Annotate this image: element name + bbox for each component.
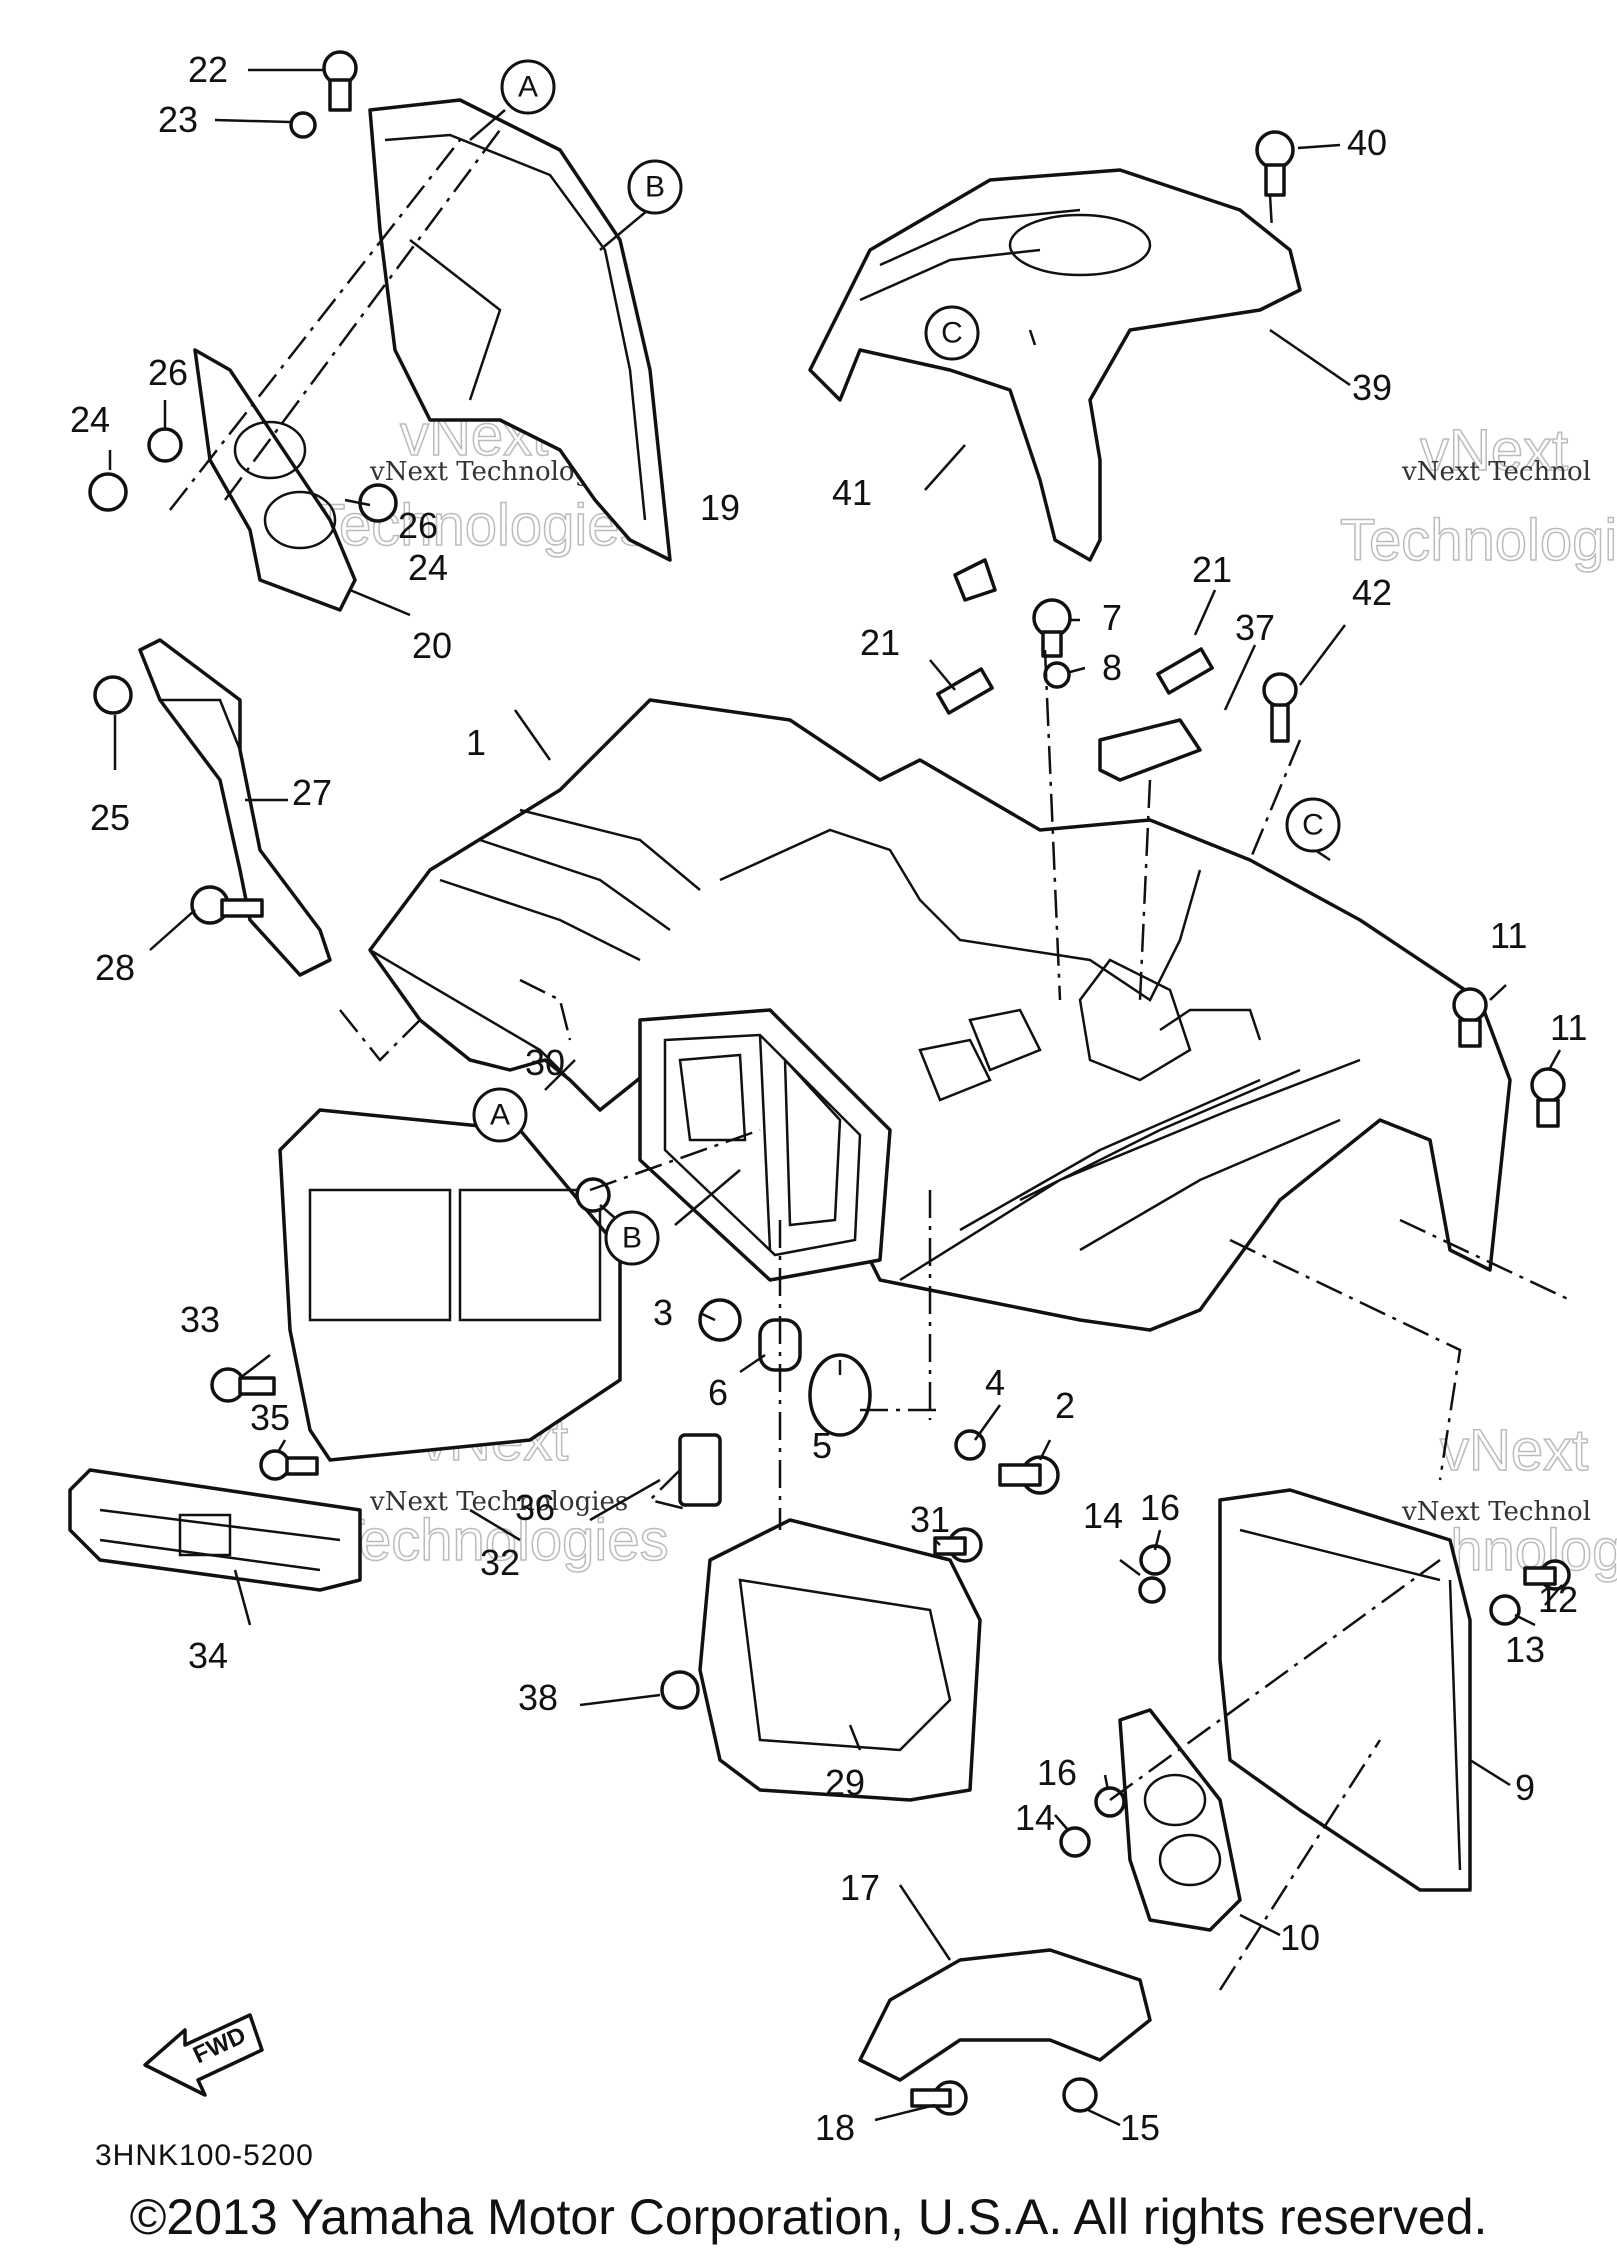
part-label: 36 [515,1487,555,1528]
part-label: 1 [466,722,486,763]
part-label: 17 [840,1867,880,1908]
front-fender-body [368,698,1512,1332]
right-splash-guard [1218,1488,1472,1892]
reference-markers: A B C C A B [472,59,1341,1266]
part-label: 11 [1550,1007,1587,1048]
part-label: 21 [860,622,900,663]
part-label: 3 [653,1292,673,1333]
part-label: 2 [1055,1385,1075,1426]
watermark-text: vNext Technol [1401,457,1591,487]
left-splash-guard [368,98,672,562]
part-label: 11 [1490,915,1527,956]
watermark-big-text: vNext [1440,1418,1588,1483]
right-stay-bracket [858,1948,1152,2082]
part-label: 32 [480,1542,520,1583]
part-label: 29 [825,1762,865,1803]
drawing-code: 3HNK100-5200 [95,2139,314,2172]
part-label: 28 [95,947,135,988]
headlight-housing [278,1108,622,1462]
part-label: 33 [180,1299,220,1340]
left-bracket-plate [193,348,357,612]
ref-letter-b: B [622,1222,642,1255]
part-number-labels: 22 23 26 24 26 24 19 20 27 25 28 1 40 39… [70,49,1587,2148]
part-label: 4 [985,1362,1005,1403]
part-label: 40 [1347,122,1387,163]
assembly-lines [169,129,1571,1991]
headlight-bezel [698,1518,982,1802]
ref-letter-a: A [518,71,538,104]
watermark-text: vNext Technologies [369,1487,628,1517]
part-label: 34 [188,1635,228,1676]
part-label: 14 [1083,1495,1123,1536]
ref-letter-b: B [645,171,665,204]
watermark-big-text: Technologies [330,1508,669,1573]
part-label: 22 [188,49,228,90]
left-stay-bracket [138,638,332,977]
copyright-notice: ©2013 Yamaha Motor Corporation, U.S.A. A… [129,2189,1488,2245]
part-label: 21 [1192,549,1232,590]
top-cover [808,168,1302,562]
part-label: 18 [815,2107,855,2148]
part-label: 41 [832,472,872,513]
part-label: 30 [525,1042,565,1083]
part-label: 42 [1352,572,1392,613]
part-label: 35 [250,1397,290,1438]
part-label: 13 [1505,1629,1545,1670]
part-label: 26 [398,505,438,546]
right-bracket-plate [1118,1708,1242,1932]
part-label: 20 [412,625,452,666]
part-label: 12 [1538,1579,1578,1620]
part-label: 8 [1102,647,1122,688]
part-label: 24 [70,399,110,440]
part-label: 24 [408,547,448,588]
part-label: 38 [518,1677,558,1718]
part-label: 16 [1037,1752,1077,1793]
part-label: 25 [90,797,130,838]
part-label: 14 [1015,1797,1055,1838]
part-label: 37 [1235,607,1275,648]
hardware-group [88,50,1571,2116]
part-label: 6 [708,1372,728,1413]
part-label: 15 [1120,2107,1160,2148]
part-label: 26 [148,352,188,393]
part-label: 10 [1280,1917,1320,1958]
part-label: 9 [1515,1767,1535,1808]
part-label: 31 [910,1499,950,1540]
leader-lines [108,68,1563,2127]
part-label: 5 [812,1425,832,1466]
part-label: 16 [1140,1487,1180,1528]
part-label: 23 [158,99,198,140]
watermark-big-text: Technologies [1340,508,1617,573]
ref-letter-a: A [490,1099,510,1132]
front-guard-bar [68,1468,362,1592]
watermark-big-text: vNext [1420,418,1568,483]
part-label: 27 [292,772,332,813]
watermark-text: vNext Technol [1401,1497,1591,1527]
part-label: 19 [700,487,740,528]
forward-arrow: FWD [143,2013,264,2097]
ref-letter-c: C [941,317,963,350]
part-label: 7 [1102,597,1122,638]
part-label: 39 [1352,367,1392,408]
ref-letter-c: C [1302,809,1324,842]
